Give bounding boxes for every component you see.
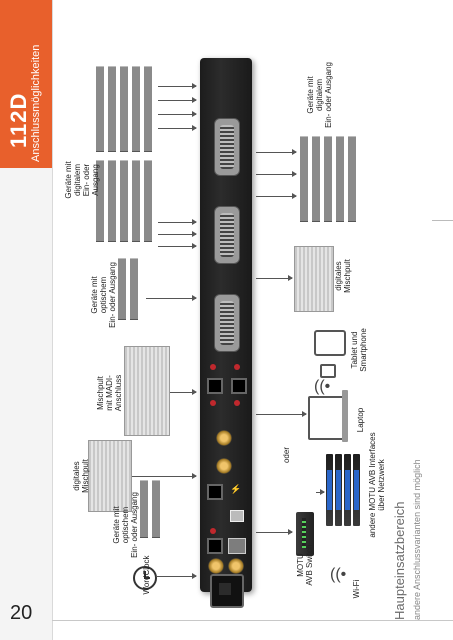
wifi-icon: ((• <box>330 566 347 583</box>
madi-mixer-device <box>124 346 170 436</box>
smartphone-icon <box>320 364 336 378</box>
chapter-subtitle: Anschlussmöglichkeiten <box>30 44 42 162</box>
laptop-base <box>342 390 348 442</box>
ethernet-port <box>228 538 246 554</box>
connection-arrow <box>316 489 325 495</box>
connection-arrow <box>158 243 197 249</box>
madi-bnc-port <box>216 430 232 446</box>
wordclock-bnc-port <box>208 558 224 574</box>
connection-arrow <box>170 389 197 395</box>
clock-icon <box>133 566 157 590</box>
optical-port <box>207 538 223 554</box>
connection-arrow <box>256 149 297 155</box>
status-led <box>210 364 216 370</box>
caption-subtitle: andere Anschlussvarianten sind möglich <box>412 459 422 620</box>
label-avb-switch: MOTU AVB Switch <box>296 544 314 586</box>
label-digital-io-top: Geräte mit digitalem Ein- oder Ausgang <box>64 161 100 199</box>
wifi-icon: ((• <box>314 378 331 395</box>
caption-title: Haupteinsatzbereich <box>392 501 407 620</box>
page-number: 20 <box>10 602 33 624</box>
connection-arrow <box>132 473 197 479</box>
optical-port <box>207 484 223 500</box>
label-laptop: Laptop <box>356 407 365 433</box>
connection-arrow <box>256 529 293 535</box>
motu-interface-stack <box>326 454 362 526</box>
label-optical-io-left: Geräte mit optischem Ein- oder Ausgang <box>112 492 139 558</box>
status-led <box>234 364 240 370</box>
status-led <box>234 400 240 406</box>
avb-switch-device <box>296 512 314 556</box>
db25-connector <box>214 118 240 176</box>
optical-port <box>207 378 223 394</box>
connection-arrow <box>256 411 307 417</box>
optical-port <box>231 378 247 394</box>
label-digital-mixer-right: digitales Mischpult <box>334 259 352 293</box>
wordclock-bnc-port <box>228 558 244 574</box>
connection-arrow <box>256 193 297 199</box>
label-or: oder <box>282 447 291 464</box>
rack-unit-112d: ⚡ <box>200 58 252 608</box>
thunderbolt-icon: ⚡ <box>230 484 242 494</box>
madi-bnc-port <box>216 458 232 474</box>
label-wordclock: WordClock <box>142 555 151 595</box>
connection-arrow <box>158 231 197 237</box>
chapter-tab: 112D Anschlussmöglichkeiten <box>0 0 52 168</box>
label-optical-io-top: Geräte mit optischem Ein- oder Ausgang <box>90 262 117 328</box>
connection-arrow <box>158 111 197 117</box>
digital-mixer-right <box>294 246 334 312</box>
sidebar: 112D Anschlussmöglichkeiten 20 <box>0 0 53 640</box>
digital-mixer-left <box>88 440 132 512</box>
tablet-icon <box>314 330 346 356</box>
connection-arrow <box>146 295 197 301</box>
label-digital-io-right: Geräte mit digitalem Ein- oder Ausgang <box>306 62 333 128</box>
power-inlet <box>210 574 244 608</box>
footer-rule <box>52 620 453 621</box>
db25-connector <box>214 294 240 352</box>
laptop-icon <box>308 396 346 440</box>
label-motu-interfaces: andere MOTU AVB Interfaces über Netzwerk <box>368 432 386 538</box>
connection-arrow <box>256 275 293 281</box>
connection-arrow <box>256 171 297 177</box>
connection-arrow <box>158 219 197 225</box>
usb-icon <box>230 510 244 522</box>
db25-connector <box>214 206 240 264</box>
connection-arrow <box>158 97 197 103</box>
status-led <box>210 400 216 406</box>
connection-arrow <box>156 573 197 579</box>
label-madi-mixer: Mischpult mit MADI-Anschluss <box>96 374 123 412</box>
label-wifi: Wi-Fi <box>352 579 361 599</box>
connection-arrow <box>158 125 197 131</box>
model-name: 112D <box>6 92 31 148</box>
edge-marker <box>432 220 453 221</box>
connection-arrow <box>158 83 197 89</box>
label-tablet-smartphone: Tablet und Smartphone <box>350 328 368 372</box>
label-digital-mixer-left: digitales Mischpult <box>72 459 90 493</box>
status-led <box>210 528 216 534</box>
